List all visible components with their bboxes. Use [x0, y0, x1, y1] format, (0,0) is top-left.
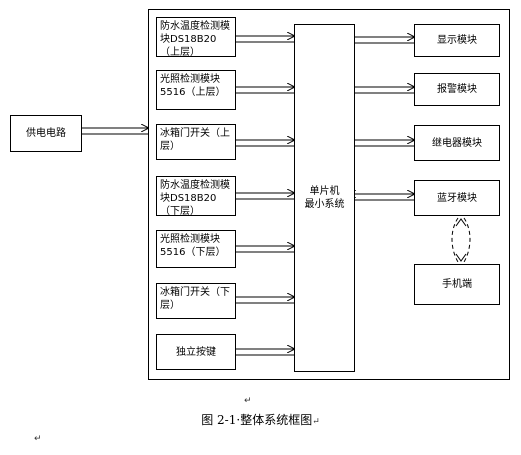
light-module-lower-label: 光照检测模块5516（下层） — [160, 234, 226, 258]
power-supply-box: 供电电路 — [10, 115, 82, 152]
arrow-right-3 — [355, 140, 414, 147]
wireless-link-arrowheads — [455, 218, 467, 262]
arrow-power-to-system — [82, 128, 148, 135]
relay-module: 继电器模块 — [414, 125, 500, 161]
relay-module-label: 继电器模块 — [432, 137, 482, 149]
power-supply-label: 供电电路 — [26, 128, 66, 139]
light-module-lower: 光照检测模块5516（下层） — [156, 230, 236, 268]
mcu-label: 单片机 最小系统 — [304, 186, 345, 210]
phone-terminal-label: 手机端 — [442, 279, 472, 290]
light-module-upper: 光照检测模块5516（上层） — [156, 70, 236, 110]
independent-key-label: 独立按键 — [176, 346, 216, 358]
mcu-minimum-system: 单片机 最小系统 — [294, 24, 355, 372]
figure-caption-text: 图 2-1·整体系统框图 — [201, 413, 313, 427]
return-mark-caption: ↵ — [312, 417, 320, 427]
bluetooth-module-label: 蓝牙模块 — [437, 192, 477, 204]
arrow-left-4 — [236, 193, 294, 200]
bluetooth-module: 蓝牙模块 — [414, 180, 500, 216]
return-mark-top: ↵ — [244, 396, 252, 406]
arrow-left-3 — [236, 140, 294, 147]
fridge-door-switch-lower-label: 冰箱门开关（下层） — [160, 287, 230, 311]
alarm-module-label: 报警模块 — [437, 84, 477, 95]
independent-key: 独立按键 — [156, 334, 236, 370]
system-frame — [148, 9, 510, 380]
arrow-left-7 — [236, 349, 294, 356]
water-temp-module-lower-label: 防水温度检测模块DS18B20（下层） — [160, 180, 230, 217]
display-module: 显示模块 — [414, 24, 500, 57]
arrow-left-6 — [236, 297, 294, 304]
arrow-left-2 — [236, 87, 294, 94]
wireless-link — [451, 217, 471, 263]
arrow-left-5 — [236, 246, 294, 253]
fridge-door-switch-upper-label: 冰箱门开关（上层） — [160, 128, 230, 152]
phone-terminal: 手机端 — [414, 264, 500, 305]
water-temp-module-upper-label: 防水温度检测模块DS18B20（上层） — [160, 21, 230, 58]
display-module-label: 显示模块 — [437, 35, 477, 46]
light-module-upper-label: 光照检测模块5516（上层） — [160, 74, 226, 98]
arrow-right-1 — [355, 37, 414, 44]
arrow-right-2 — [355, 87, 414, 94]
fridge-door-switch-lower: 冰箱门开关（下层） — [156, 283, 236, 319]
fridge-door-switch-upper: 冰箱门开关（上层） — [156, 124, 236, 160]
alarm-module: 报警模块 — [414, 73, 500, 106]
arrow-left-1 — [236, 36, 294, 43]
figure-caption: 图 2-1·整体系统框图↵ — [0, 411, 521, 428]
water-temp-module-upper: 防水温度检测模块DS18B20（上层） — [156, 17, 236, 58]
return-mark-bottom: ↵ — [34, 434, 42, 444]
water-temp-module-lower: 防水温度检测模块DS18B20（下层） — [156, 176, 236, 217]
arrow-bluetooth-bidirectional — [355, 194, 414, 201]
